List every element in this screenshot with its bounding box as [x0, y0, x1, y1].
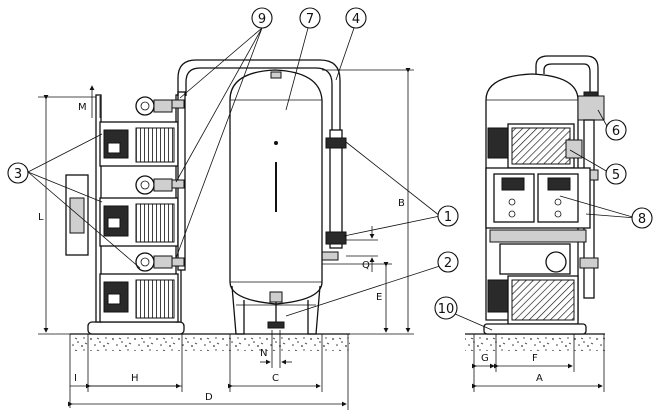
side-view-unit — [483, 55, 605, 335]
callout-8: 8 — [631, 207, 653, 229]
dim-Q: Q — [362, 260, 370, 271]
callout-7: 7 — [299, 7, 321, 29]
svg-text:1: 1 — [444, 210, 452, 225]
receiver-tank — [229, 69, 323, 335]
svg-text:3: 3 — [14, 167, 22, 182]
callout-3: 3 — [7, 162, 29, 184]
callout-9: 9 — [251, 7, 273, 29]
svg-text:6: 6 — [612, 124, 620, 139]
callout-10: 10 — [434, 296, 458, 320]
dim-L: L — [38, 212, 44, 223]
callout-1: 1 — [437, 205, 459, 227]
dim-D: D — [205, 392, 213, 403]
svg-text:4: 4 — [352, 12, 360, 27]
vacuum-pump-unit-top — [99, 96, 179, 167]
dim-M: M — [78, 102, 87, 113]
svg-text:2: 2 — [444, 256, 452, 271]
dim-C: C — [272, 373, 279, 384]
dim-A: A — [536, 373, 543, 384]
dim-F: F — [532, 353, 538, 364]
callout-5: 5 — [605, 163, 627, 185]
vacuum-pump-unit-middle — [99, 175, 179, 247]
vacuum-pump-unit-bottom — [99, 252, 179, 323]
callout-4: 4 — [345, 7, 367, 29]
dimensions: L M B Q E N I H — [38, 68, 605, 410]
dim-N: N — [260, 348, 267, 359]
dim-E: E — [376, 292, 382, 303]
dim-G: G — [481, 353, 489, 364]
svg-text:10: 10 — [438, 302, 455, 317]
dim-I: I — [74, 373, 77, 384]
dim-B: B — [398, 198, 405, 209]
callout-leaders — [27, 27, 637, 331]
svg-text:5: 5 — [612, 168, 620, 183]
svg-text:7: 7 — [306, 12, 314, 27]
svg-text:8: 8 — [638, 212, 646, 227]
callout-2: 2 — [437, 251, 459, 273]
svg-text:9: 9 — [258, 12, 266, 27]
dim-H: H — [131, 373, 139, 384]
callout-6: 6 — [605, 119, 627, 141]
pump-stack — [65, 91, 186, 335]
ground — [70, 333, 605, 351]
